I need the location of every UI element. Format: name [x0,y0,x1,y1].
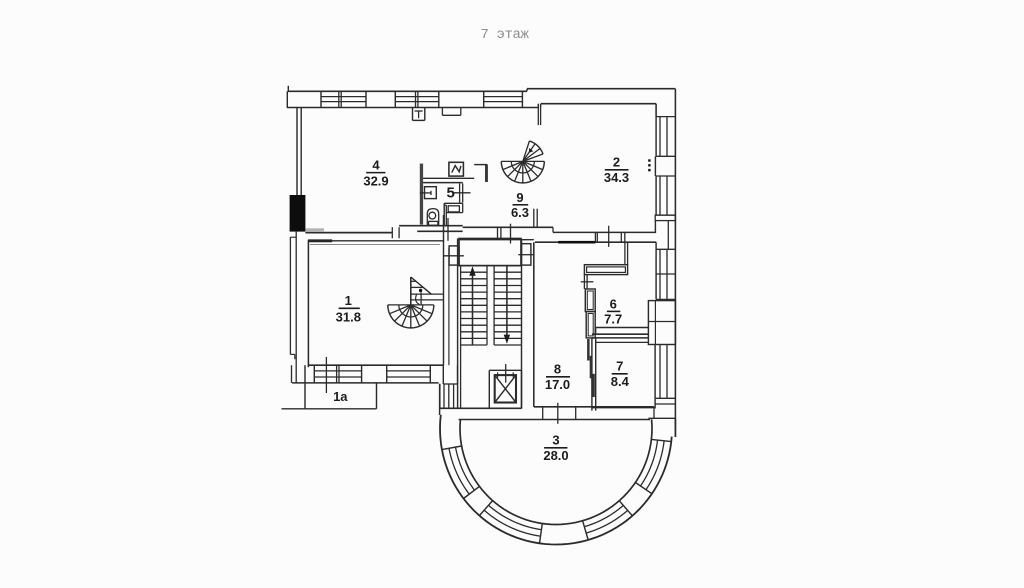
svg-text:7 этаж: 7 этаж [481,27,530,43]
svg-text:17.0: 17.0 [545,377,570,392]
svg-text:2: 2 [613,155,620,170]
svg-text:6.3: 6.3 [511,205,529,220]
svg-text:1: 1 [345,293,352,308]
svg-text:8: 8 [554,361,561,376]
svg-text:32.9: 32.9 [363,173,388,188]
svg-text:8.4: 8.4 [611,374,630,389]
svg-text:9: 9 [516,190,523,205]
svg-text:3: 3 [552,433,559,448]
svg-text:4: 4 [372,157,380,172]
svg-text:1a: 1a [333,389,348,404]
svg-text:6: 6 [610,297,617,312]
svg-text:7: 7 [616,359,623,374]
svg-text:28.0: 28.0 [543,448,568,463]
svg-text:31.8: 31.8 [336,309,361,324]
svg-text:7.7: 7.7 [604,312,622,327]
svg-text:5: 5 [447,185,455,202]
svg-text:34.3: 34.3 [604,170,629,185]
